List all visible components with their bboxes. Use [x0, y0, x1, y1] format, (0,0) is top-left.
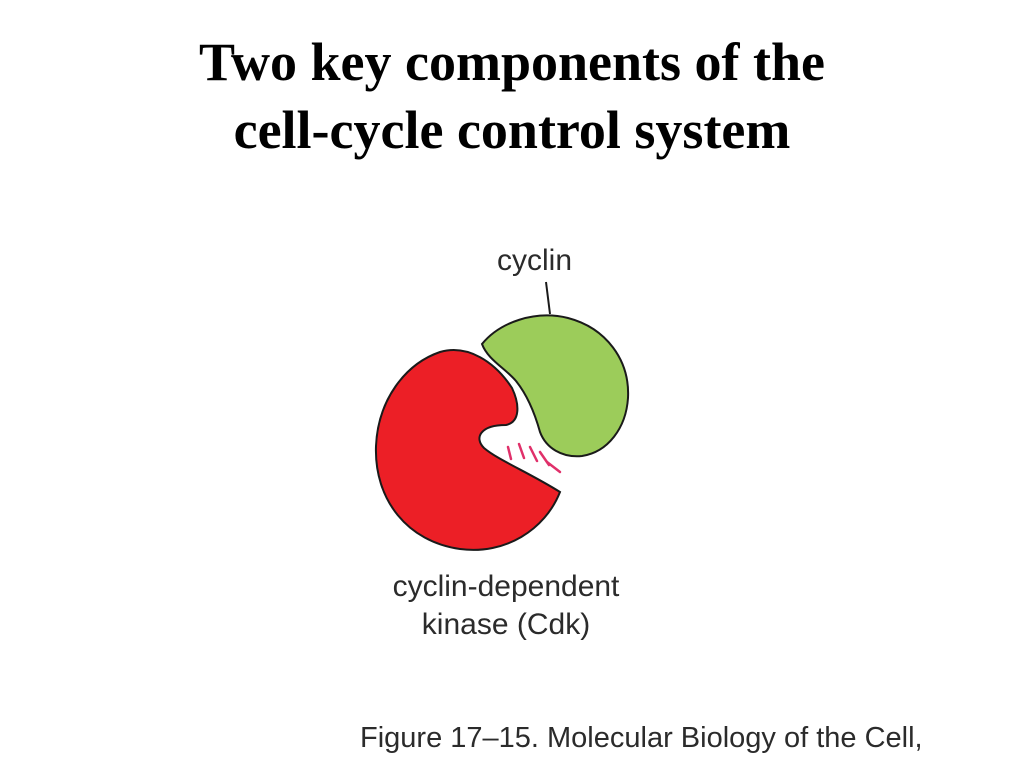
cdk-label: cyclin-dependent kinase (Cdk) [358, 568, 654, 644]
title-line-2: cell-cycle control system [233, 100, 791, 160]
figure-caption: Figure 17–15. Molecular Biology of the C… [360, 722, 923, 754]
cdk-label-line-2: kinase (Cdk) [421, 608, 591, 641]
cyclin-leader-line [545, 281, 551, 315]
cyclin-shape [480, 314, 630, 458]
title-line-1: Two key components of the [199, 32, 825, 92]
slide-title: Two key components of the cell-cycle con… [0, 28, 1024, 164]
cdk-label-line-1: cyclin-dependent [392, 570, 620, 603]
cdk-shape [374, 349, 562, 551]
active-site-marks [506, 442, 562, 474]
cyclin-label: cyclin [497, 244, 573, 277]
